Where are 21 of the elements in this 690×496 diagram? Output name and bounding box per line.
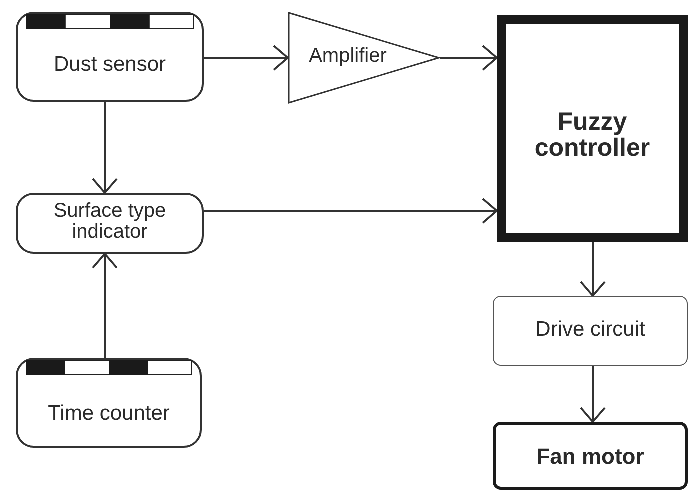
indicator-box [16, 193, 204, 254]
arrow [580, 242, 606, 297]
node-label: Surface type indicator [52, 201, 168, 243]
amplifier-triangle [288, 12, 440, 104]
counter-box [16, 358, 202, 448]
process-box [493, 296, 688, 366]
node-label: Drive circuit [534, 319, 646, 342]
arrow [92, 102, 118, 194]
node-label: Amplifier [308, 46, 388, 67]
node-label: Time counter [47, 403, 171, 426]
node-label: Fan motor [536, 445, 646, 468]
arrow [204, 45, 289, 71]
arrow [580, 366, 606, 423]
arrow [440, 45, 498, 71]
controller-box [497, 15, 688, 242]
motor-box [493, 422, 688, 490]
node-label: Dust sensor [52, 54, 168, 76]
sensor-box [16, 12, 204, 102]
arrow [92, 253, 118, 358]
node-label: Fuzzy controller [534, 109, 652, 162]
arrow [204, 198, 498, 224]
